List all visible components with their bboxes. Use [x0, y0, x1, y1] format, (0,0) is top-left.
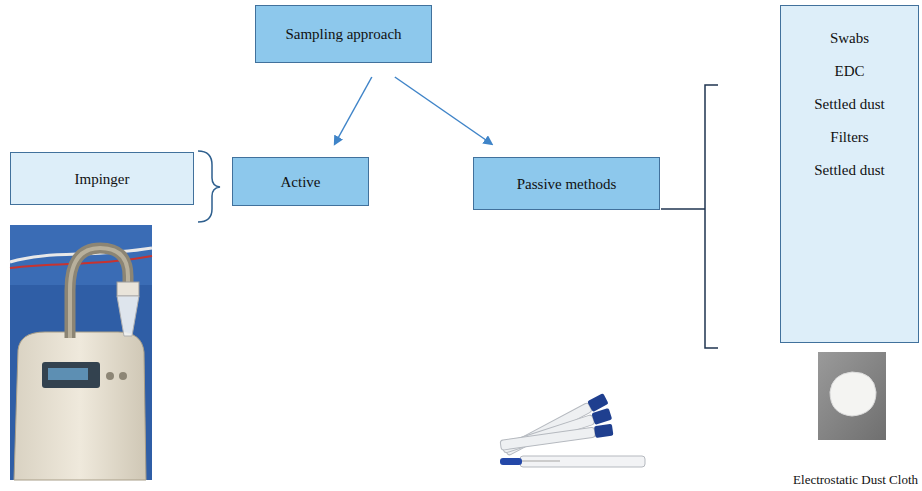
impinger-photo	[10, 225, 152, 480]
node-text: Impinger	[75, 169, 130, 189]
arrow-connector	[395, 77, 492, 144]
arrow-connector	[335, 77, 372, 144]
bracket-connector	[661, 208, 705, 210]
swabs-photo	[490, 350, 655, 475]
node-text: EDC	[835, 61, 865, 81]
node-text: Swabs	[830, 28, 869, 48]
node-text: Active	[281, 172, 321, 192]
root-box: Sampling approach	[255, 5, 432, 63]
photo-caption: Electrostatic Dust Cloth	[793, 472, 918, 488]
node-text: Settled dust	[814, 160, 884, 180]
node-text: Filters	[830, 127, 868, 147]
category-box: Active	[232, 157, 369, 206]
node-text: Passive methods	[517, 174, 617, 194]
method-list-box: SwabsEDCSettled dustFiltersSettled dust	[780, 5, 919, 343]
dust-cloth-photo	[818, 352, 886, 440]
method-box: Impinger	[10, 152, 194, 205]
node-text: Sampling approach	[285, 24, 401, 44]
bracket	[705, 85, 718, 348]
bracket	[198, 151, 220, 222]
category-box: Passive methods	[473, 157, 660, 210]
node-text: Settled dust	[814, 94, 884, 114]
